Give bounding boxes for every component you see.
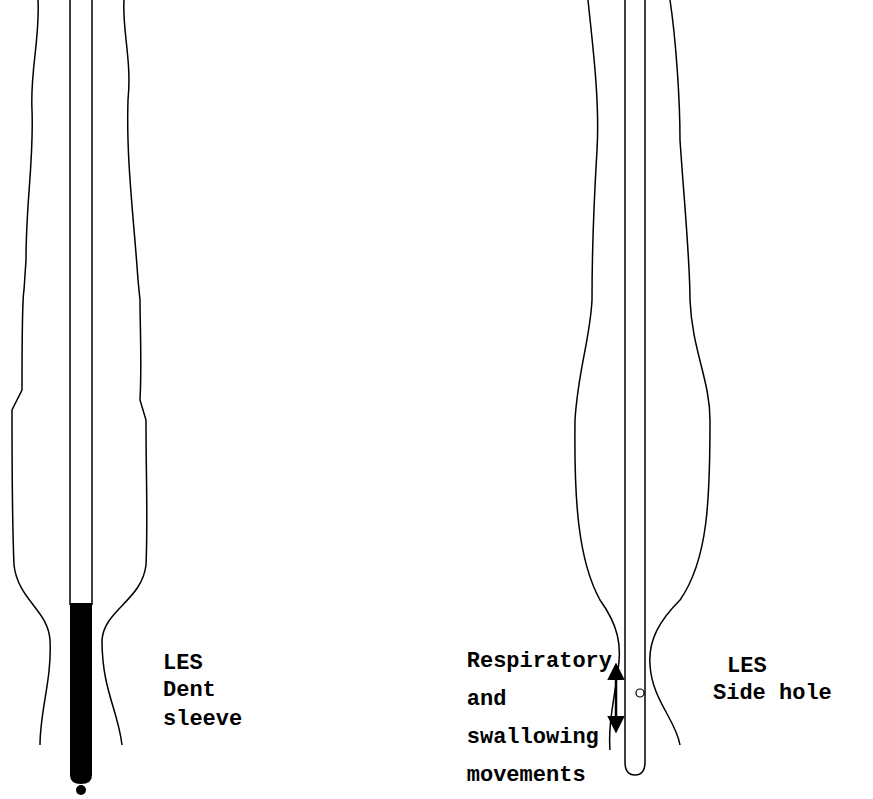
esophagus-wall — [102, 0, 147, 745]
sensor-label: Dent sleeve — [163, 676, 242, 734]
side-hole — [636, 689, 644, 697]
sensor-label: Side hole — [713, 680, 832, 708]
esophagus-wall — [12, 0, 50, 745]
catheter — [625, 0, 645, 775]
catheter — [69, 0, 71, 605]
esophagus-wall — [575, 0, 620, 750]
sphincter-label: LES — [163, 650, 203, 678]
movement-arrow — [615, 666, 618, 730]
dent-sleeve — [70, 603, 92, 784]
catheter-tip — [76, 785, 86, 795]
catheter — [91, 0, 93, 605]
esophagus-wall — [650, 0, 710, 745]
sphincter-label: LES — [727, 653, 767, 681]
movement-label: Respiratory and swallowing movements — [467, 643, 612, 795]
